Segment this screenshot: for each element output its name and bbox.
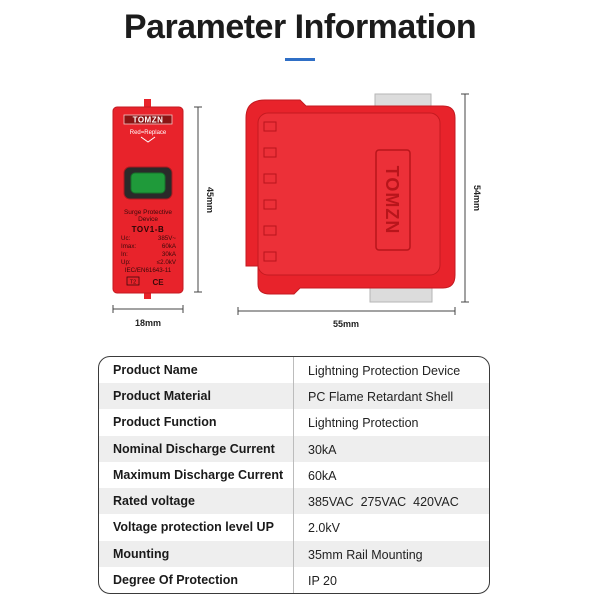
front-dimensions: 45mm 18mm: [112, 106, 215, 328]
row-value: 385VAC 275VAC 420VAC: [308, 495, 459, 510]
spec-key-in: In:: [121, 251, 128, 258]
row-value: 2.0kV: [308, 521, 340, 536]
front-brand-text: TOMZN: [133, 116, 164, 125]
spec-key-up: Up:: [121, 259, 131, 266]
bottom-clip: [144, 290, 151, 299]
row-label: Degree Of Protection: [99, 566, 294, 593]
row-label: Product Name: [99, 357, 294, 384]
front-standard: IEC/EN61643-11: [125, 267, 172, 274]
side-height-label: 54mm: [472, 185, 482, 211]
spec-value-uc: 385V~: [158, 235, 176, 242]
row-value: Lightning Protection Device: [308, 364, 461, 378]
page-title: Parameter Information: [123, 8, 477, 46]
row-label: Product Function: [99, 409, 294, 436]
table-row: Product Function Lightning Protection: [99, 409, 489, 436]
row-value: 30kA: [308, 442, 337, 457]
table-row: Nominal Discharge Current 30kA: [99, 435, 489, 462]
product-drawing: TOMZN Red=Replace Surge Protective Devic…: [112, 93, 482, 329]
front-brand-plate: [123, 114, 173, 125]
table-row: Product Material PC Flame Retardant Shel…: [99, 383, 489, 410]
row-label: Maximum Discharge Current: [99, 461, 294, 489]
parameter-table: Product Name Lightning Protection Device…: [98, 356, 490, 594]
side-logo-frame: [375, 149, 411, 251]
side-dimensions: 54mm 55mm: [237, 93, 482, 329]
spec-value-imax: 60kA: [162, 243, 177, 250]
table-row: Product Name Lightning Protection Device: [99, 357, 489, 384]
title-underline: [285, 58, 315, 61]
side-brand-logo: TOMZN: [382, 166, 402, 235]
row-value: PC Flame Retardant Shell: [308, 390, 454, 405]
row-value: IP 20: [308, 573, 337, 588]
ce-mark: CE: [152, 278, 164, 287]
front-description-2: Device: [138, 216, 158, 223]
spec-key-imax: Imax:: [121, 243, 136, 250]
spec-key-uc: Uc:: [121, 235, 131, 242]
table-row: Voltage protection level UP 2.0kV: [99, 514, 489, 541]
table-row: Mounting 35mm Rail Mounting: [99, 540, 489, 567]
side-panel: [257, 112, 441, 276]
row-label: Mounting: [99, 540, 294, 567]
front-description-1: Surge Protective: [124, 209, 172, 216]
front-body: [112, 106, 184, 294]
table-row: Rated voltage 385VAC 275VAC 420VAC: [99, 488, 489, 515]
row-label: Rated voltage: [99, 488, 294, 515]
row-label: Nominal Discharge Current: [99, 435, 294, 462]
status-indicator-icon: [130, 172, 166, 194]
top-clip: [144, 99, 151, 109]
spec-value-up: ≤2.0kV: [157, 259, 177, 266]
front-width-label: 18mm: [135, 318, 161, 328]
row-label: Product Material: [99, 383, 294, 410]
spec-value-in: 30kA: [162, 251, 177, 258]
side-view-module: TOMZN: [245, 93, 456, 303]
side-width-label: 55mm: [333, 319, 359, 329]
table-row: Maximum Discharge Current 60kA: [99, 461, 489, 489]
row-value: Lightning Protection: [308, 416, 419, 431]
type-mark-box: [126, 276, 140, 286]
table-row: Degree Of Protection IP 20: [99, 566, 489, 593]
row-value: 35mm Rail Mounting: [308, 547, 423, 562]
front-model: TOV1-B: [132, 225, 165, 234]
chevron-down-icon: [140, 136, 156, 143]
front-height-label: 45mm: [205, 187, 215, 213]
front-view-module: TOMZN Red=Replace Surge Protective Devic…: [112, 99, 184, 299]
front-tagline: Red=Replace: [130, 130, 167, 136]
type-mark: T2: [130, 280, 136, 286]
row-value: 60kA: [308, 468, 337, 483]
row-label: Voltage protection level UP: [99, 514, 294, 541]
